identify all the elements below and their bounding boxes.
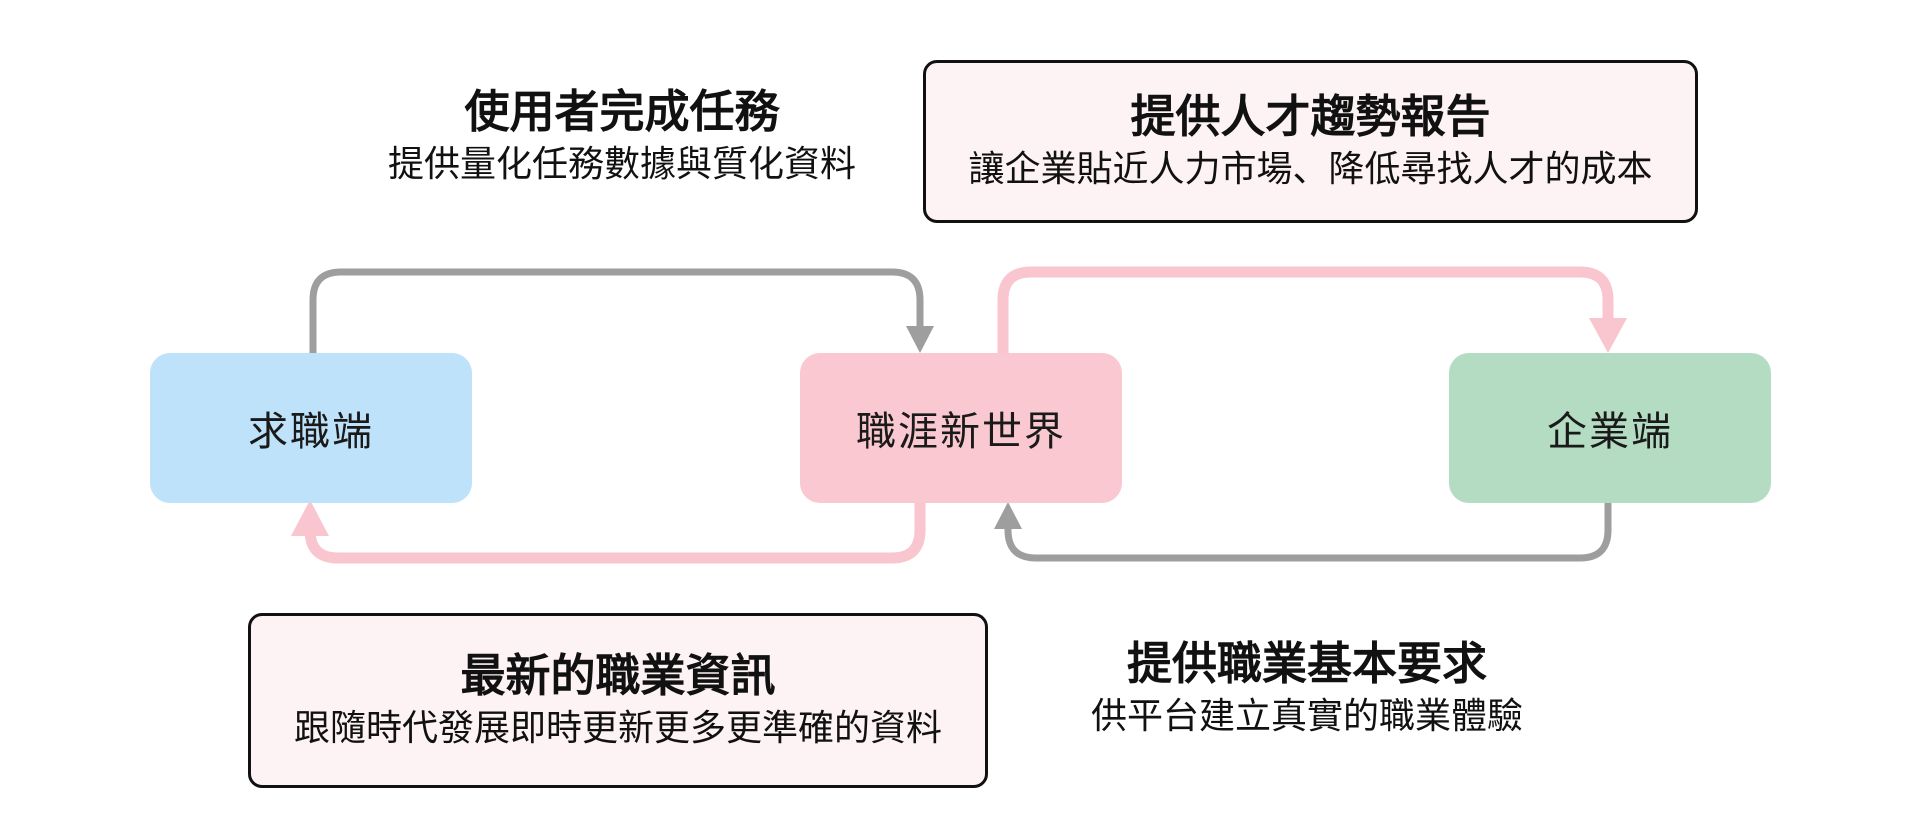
- annotation-basic-job-requirements: 提供職業基本要求 供平台建立真實的職業體驗: [1091, 636, 1523, 741]
- annotation-user-completes-tasks: 使用者完成任務 提供量化任務數據與質化資料: [388, 84, 856, 189]
- annotation-title: 最新的職業資訊: [460, 648, 776, 702]
- annotation-latest-career-info: 最新的職業資訊 跟隨時代發展即時更新更多更準確的資料: [248, 613, 988, 788]
- annotation-subtitle: 供平台建立真實的職業體驗: [1090, 696, 1524, 738]
- node-jobseeker: 求職端: [150, 353, 472, 503]
- annotation-subtitle: 讓企業貼近人力市場、降低尋找人才的成本: [968, 149, 1653, 191]
- annotation-title: 使用者完成任務: [464, 85, 780, 138]
- annotation-talent-trend-report: 提供人才趨勢報告 讓企業貼近人力市場、降低尋找人才的成本: [923, 60, 1698, 223]
- node-label: 職涯新世界: [856, 409, 1066, 455]
- annotation-subtitle: 跟隨時代發展即時更新更多更準確的資料: [293, 708, 942, 750]
- node-enterprise: 企業端: [1449, 353, 1771, 503]
- annotation-title: 提供職業基本要求: [1126, 637, 1488, 690]
- node-platform: 職涯新世界: [800, 353, 1122, 503]
- arrow-enterprise-to-platform-icon: [994, 498, 1612, 562]
- node-label: 企業端: [1547, 409, 1673, 455]
- annotation-subtitle: 提供量化任務數據與質化資料: [387, 144, 857, 186]
- arrow-jobseeker-to-platform-icon: [309, 268, 934, 362]
- annotation-title: 提供人才趨勢報告: [1130, 89, 1491, 143]
- arrow-platform-to-jobseeker-icon: [291, 498, 926, 564]
- node-label: 求職端: [248, 409, 374, 455]
- arrow-platform-to-enterprise-icon: [997, 266, 1627, 362]
